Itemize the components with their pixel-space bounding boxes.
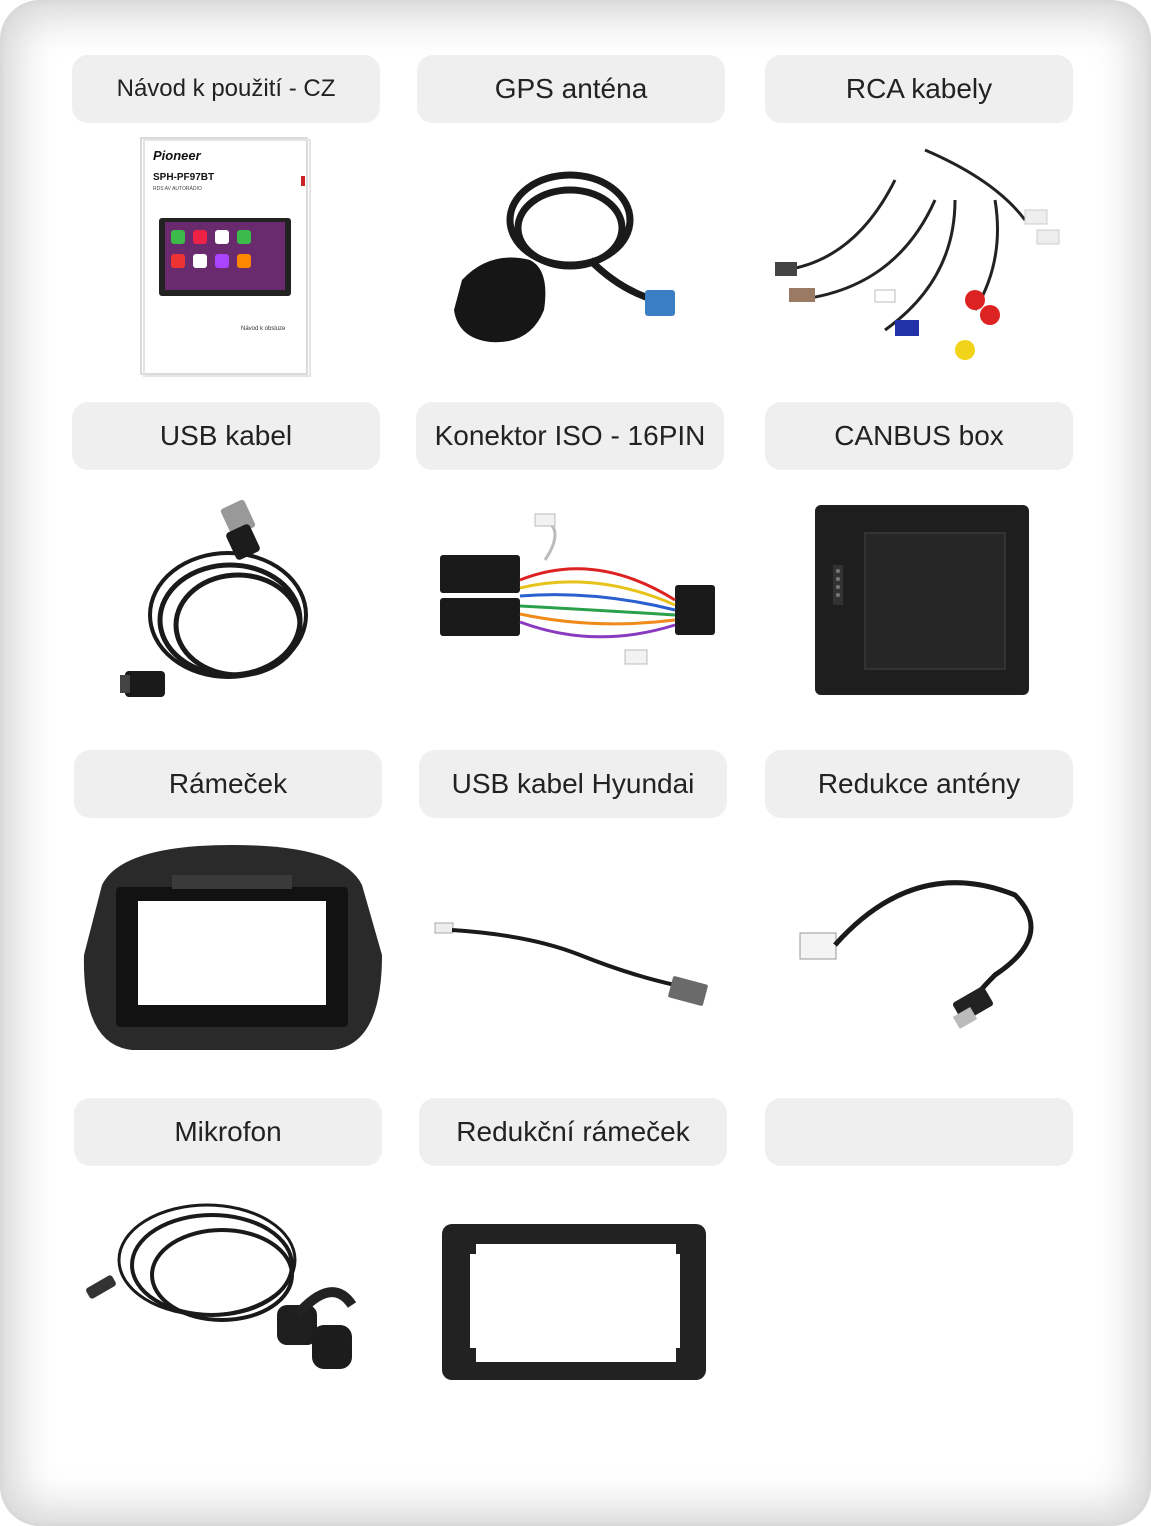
microphone-image xyxy=(82,1203,372,1385)
manual-image: Pioneer SPH-PF97BT RDS AV AUTORÁDIO Návo… xyxy=(140,137,311,377)
label-empty xyxy=(765,1098,1073,1166)
rca-cables-image xyxy=(775,140,1075,370)
label-iso-connector: Konektor ISO - 16PIN xyxy=(416,402,724,470)
label-usb-cable-hyundai: USB kabel Hyundai xyxy=(419,750,727,818)
label-frame: Rámeček xyxy=(74,750,382,818)
manual-subtitle: RDS AV AUTORÁDIO xyxy=(153,185,202,192)
canbus-box-image xyxy=(815,505,1030,697)
manual-footer: Návod k obsluze xyxy=(241,326,286,332)
antenna-adapter-image xyxy=(795,875,1050,1035)
gps-antenna-image xyxy=(440,160,700,360)
label-manual: Návod k použití - CZ xyxy=(72,55,380,123)
label-reduction-frame: Redukční rámeček xyxy=(419,1098,727,1166)
manual-brand: Pioneer xyxy=(153,148,202,163)
usb-cable-hyundai-image xyxy=(430,915,715,1015)
label-rca-cables: RCA kabely xyxy=(765,55,1073,123)
label-canbus-box: CANBUS box xyxy=(765,402,1073,470)
usb-cable-image xyxy=(110,495,340,710)
label-gps-antenna: GPS anténa xyxy=(417,55,725,123)
iso-connector-image xyxy=(425,510,725,680)
frame-image xyxy=(82,845,382,1055)
label-usb-cable: USB kabel xyxy=(72,402,380,470)
label-microphone: Mikrofon xyxy=(74,1098,382,1166)
reduction-frame-image xyxy=(440,1222,708,1382)
manual-model: SPH-PF97BT xyxy=(153,172,214,183)
label-antenna-adapter: Redukce antény xyxy=(765,750,1073,818)
